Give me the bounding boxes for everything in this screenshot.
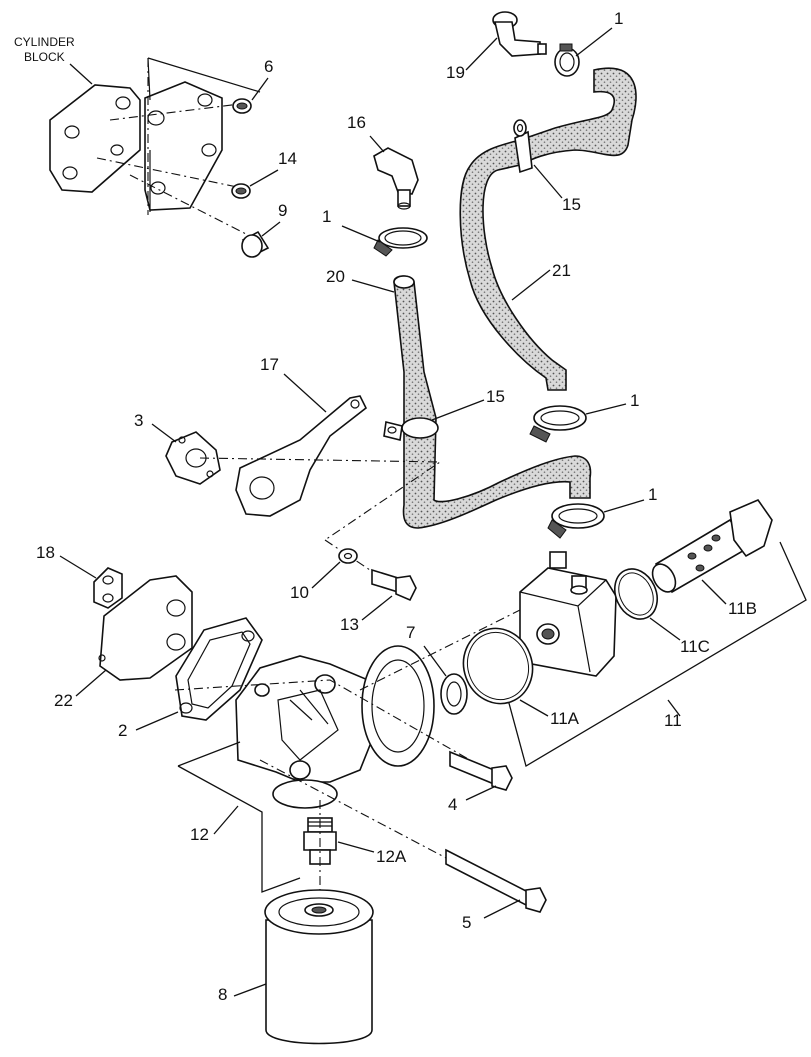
svg-text:11A: 11A — [550, 709, 580, 728]
part-8-oil-filter: 8 — [218, 889, 374, 1045]
part-22-adapter-plate: 22 — [54, 575, 193, 710]
svg-text:11C: 11C — [680, 637, 710, 656]
svg-text:11: 11 — [664, 711, 682, 730]
part-16-elbow: 16 — [347, 113, 419, 210]
part-14-plug: 14 — [231, 149, 297, 199]
svg-text:1: 1 — [614, 9, 623, 28]
part-11-oil-cooler: 11 — [499, 541, 807, 767]
svg-text:1: 1 — [648, 485, 657, 504]
cylinder-block-mount — [49, 57, 261, 237]
svg-text:4: 4 — [448, 795, 457, 814]
svg-text:18: 18 — [36, 543, 55, 562]
part-10-washer: 10 — [290, 548, 358, 602]
svg-text:7: 7 — [406, 623, 415, 642]
part-11c-o-ring: 11C — [614, 568, 710, 656]
part-15-clamp-lower: 15 — [383, 387, 505, 441]
svg-text:CYLINDER: CYLINDER — [14, 35, 75, 49]
svg-text:15: 15 — [486, 387, 505, 406]
svg-text:19: 19 — [446, 63, 465, 82]
svg-text:8: 8 — [218, 985, 227, 1004]
part-1-hose-clamp-mid: 1 — [322, 207, 428, 257]
part-3-flange-gasket: 3 — [134, 411, 221, 485]
part-12-group-bracket: 12 — [177, 741, 301, 893]
svg-text:17: 17 — [260, 355, 279, 374]
svg-text:12: 12 — [190, 825, 209, 844]
svg-text:BLOCK: BLOCK — [24, 50, 65, 64]
svg-text:12A: 12A — [376, 847, 407, 866]
svg-text:1: 1 — [322, 207, 331, 226]
filter-base-housing — [235, 645, 435, 809]
svg-text:21: 21 — [552, 261, 571, 280]
part-18-gasket: 18 — [36, 543, 123, 609]
svg-text:9: 9 — [278, 201, 287, 220]
part-11b-hollow-bolt: 11B — [651, 499, 773, 618]
svg-text:10: 10 — [290, 583, 309, 602]
part-5-long-bolt: 5 — [445, 848, 547, 932]
part-17-bracket: 17 — [235, 355, 368, 517]
part-11a-o-ring: 11A — [462, 627, 580, 728]
svg-text:2: 2 — [118, 721, 127, 740]
svg-text:16: 16 — [347, 113, 366, 132]
svg-text:15: 15 — [562, 195, 581, 214]
part-7-seal: 7 — [406, 623, 468, 715]
svg-text:22: 22 — [54, 691, 73, 710]
part-21-hose: 21 — [459, 67, 637, 391]
part-9-cap: 9 — [241, 201, 287, 258]
part-19-elbow-fitting: 19 — [446, 11, 547, 82]
part-6-plug: 6 — [232, 57, 273, 114]
svg-text:20: 20 — [326, 267, 345, 286]
svg-text:3: 3 — [134, 411, 143, 430]
svg-text:14: 14 — [278, 149, 297, 168]
part-1-hose-clamp-right-lower: 1 — [547, 485, 657, 539]
part-12a-nipple: 12A — [303, 817, 407, 866]
part-13-bolt: 13 — [340, 568, 417, 634]
svg-text:11B: 11B — [728, 599, 757, 618]
svg-text:13: 13 — [340, 615, 359, 634]
part-4-bolt: 4 — [448, 750, 513, 814]
svg-text:1: 1 — [630, 391, 639, 410]
part-1-hose-clamp-right-upper: 1 — [529, 391, 639, 443]
part-1-hose-clamp-top: 1 — [554, 9, 623, 77]
part-20-hose: 20 — [326, 267, 592, 529]
svg-text:5: 5 — [462, 913, 471, 932]
part-2-gasket: 2 — [118, 617, 263, 740]
cylinder-block-label: CYLINDER BLOCK — [14, 35, 93, 85]
part-15-clamp-upper: 15 — [513, 119, 581, 214]
svg-text:6: 6 — [264, 57, 273, 76]
